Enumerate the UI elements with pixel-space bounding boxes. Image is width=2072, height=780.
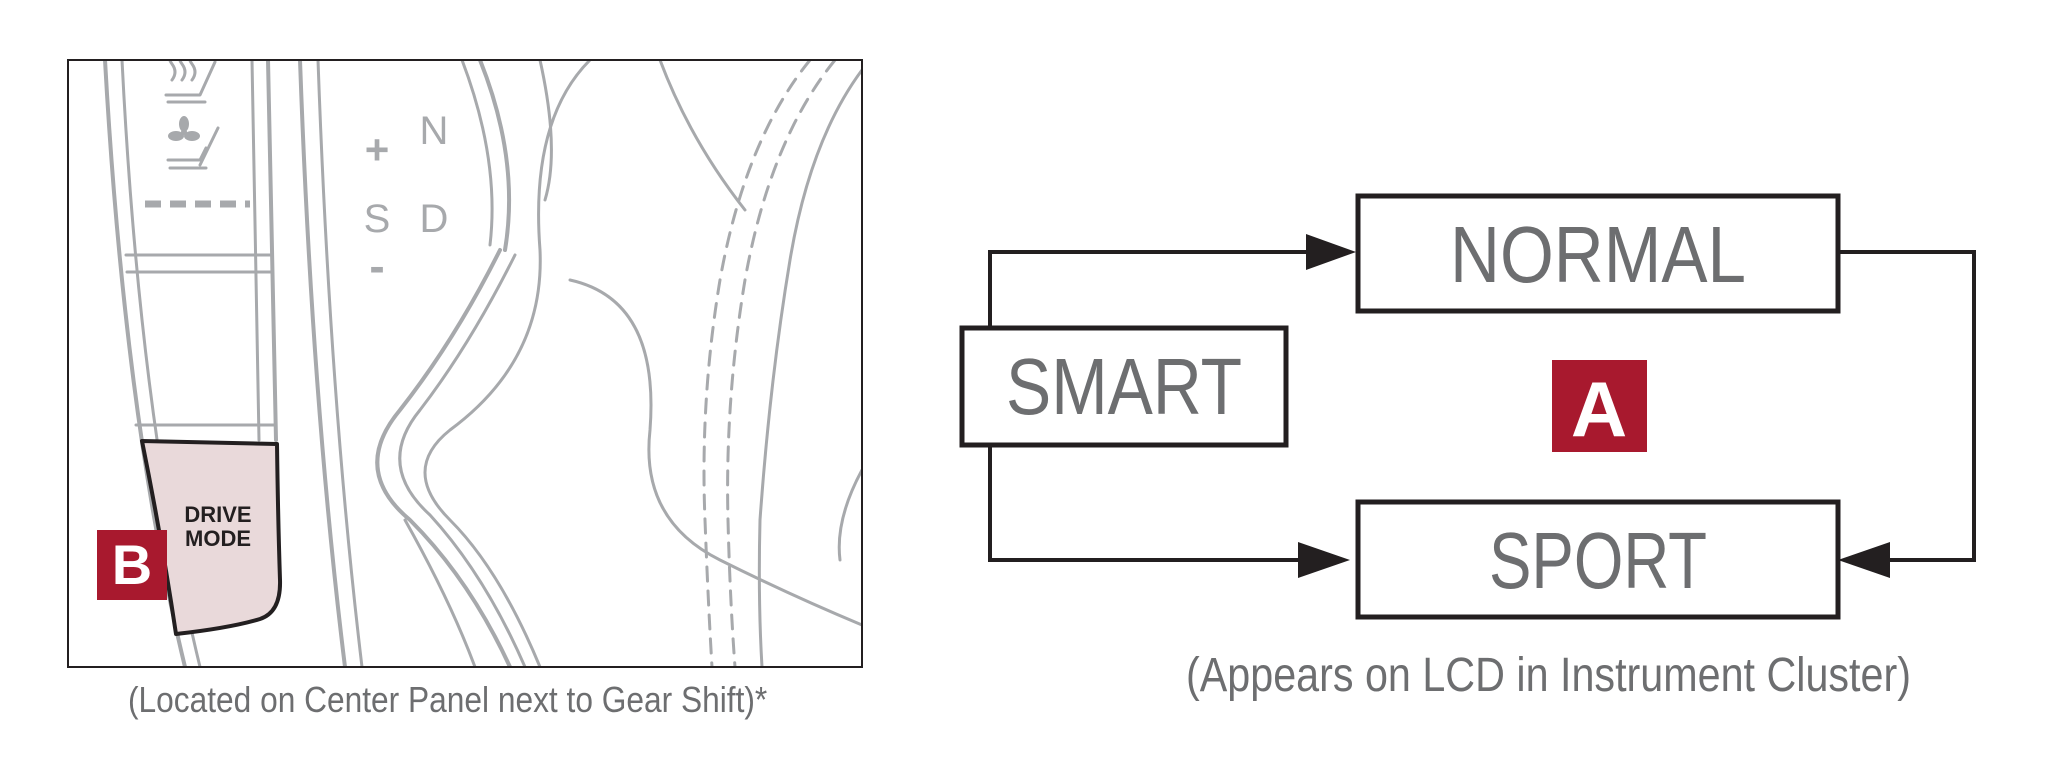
console-sweep — [538, 60, 553, 202]
gear-s-label: S — [364, 197, 391, 241]
switch-strip-right-edge-inner — [250, 60, 261, 442]
gear-housing-left-edge-inner — [316, 60, 364, 667]
console-sweep — [398, 253, 527, 667]
drive-mode-label-line1: DRIVE — [184, 502, 251, 527]
arrowhead-to-sport-right — [1838, 542, 1890, 578]
console-sweep-dashed — [726, 60, 837, 667]
gear-plus-label: + — [365, 126, 390, 173]
arrow-smart-to-normal — [988, 250, 1308, 326]
switch-strip-right-edge — [266, 60, 278, 442]
center-panel-caption: (Located on Center Panel next to Gear Sh… — [128, 679, 768, 720]
console-sweep — [757, 68, 862, 667]
mode-sport-label: SPORT — [1489, 516, 1707, 605]
arrowhead-to-sport-left — [1298, 542, 1350, 578]
callout-a-badge: A — [1552, 360, 1647, 453]
console-sweep — [403, 518, 477, 667]
seat-heater-icon — [164, 60, 217, 104]
callout-b-label: B — [112, 533, 152, 596]
mode-box-sport: SPORT — [1355, 499, 1841, 620]
gear-minus-label: - — [369, 240, 384, 292]
gear-n-label: N — [420, 109, 449, 153]
fan-icon — [168, 116, 200, 141]
console-sweep — [837, 468, 862, 562]
gear-housing-right-edge — [478, 60, 512, 252]
console-sweep — [375, 248, 512, 667]
mode-box-normal: NORMAL — [1355, 193, 1841, 314]
callout-a-label: A — [1571, 365, 1627, 453]
instrument-cluster-caption: (Appears on LCD in Instrument Cluster) — [1186, 649, 1911, 702]
console-sweep — [423, 60, 592, 667]
seat-ventilation-icon — [166, 126, 220, 170]
arrowhead-to-normal — [1306, 234, 1356, 270]
arrow-normal-to-sport — [1840, 250, 1976, 562]
center-console-panel: + N S D - DRIVE MODE B — [67, 59, 863, 668]
console-sweep — [568, 278, 862, 627]
panel-frame — [67, 59, 863, 668]
arrow-smart-to-sport — [988, 447, 1300, 562]
mode-smart-label: SMART — [1006, 342, 1242, 431]
callout-b-badge: B — [97, 530, 167, 600]
mode-flow-diagram: NORMAL SMART SPORT A — [959, 193, 1976, 620]
gear-housing-right-edge-inner — [460, 60, 494, 247]
mode-normal-label: NORMAL — [1450, 210, 1746, 299]
mode-box-smart: SMART — [959, 325, 1289, 448]
console-sweep-dashed — [702, 60, 812, 667]
gear-housing-left-edge — [298, 60, 347, 667]
console-sweep — [658, 60, 747, 212]
drive-mode-label-line2: MODE — [185, 526, 251, 551]
gear-d-label: D — [420, 197, 449, 241]
